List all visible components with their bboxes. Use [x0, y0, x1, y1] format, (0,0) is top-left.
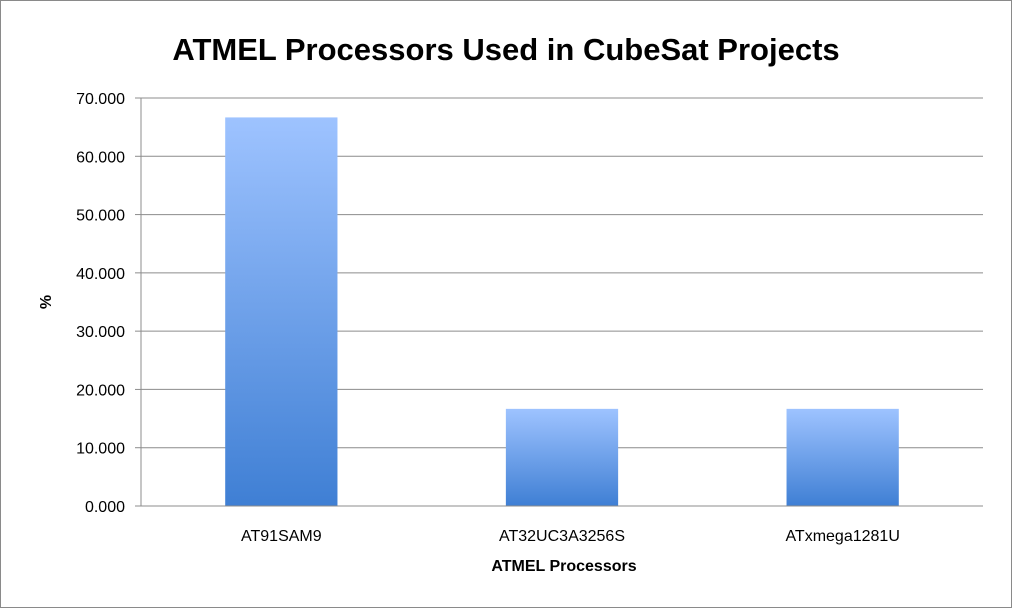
y-tick-label: 0.000 [85, 499, 125, 516]
x-axis-title: ATMEL Processors [491, 558, 636, 575]
bar-atxmega1281u [786, 408, 899, 506]
y-tick-label: 10.000 [76, 441, 125, 458]
y-axis-ticks: 0.000 10.000 20.000 30.000 40.000 50.000 60.00… [76, 91, 141, 516]
x-tick-label: AT91SAM9 [241, 528, 322, 545]
chart-title: ATMEL Processors Used in CubeSat Project… [172, 32, 839, 67]
y-tick-label: 30.000 [76, 324, 125, 341]
axes [140, 98, 983, 507]
x-tick-label: AT32UC3A3256S [499, 528, 625, 545]
bar-at91sam9 [225, 117, 338, 506]
y-tick-label: 20.000 [76, 382, 125, 399]
x-tick-label: ATxmega1281U [785, 528, 899, 545]
y-tick-label: 50.000 [76, 208, 125, 225]
x-axis-ticks: AT91SAM9 AT32UC3A3256S ATxmega1281U [241, 528, 900, 545]
y-axis-title: % [38, 295, 55, 309]
bar-at32uc3a3256s [505, 408, 619, 506]
y-tick-label: 40.000 [76, 266, 125, 283]
y-tick-label: 60.000 [76, 149, 125, 166]
y-tick-label: 70.000 [76, 91, 125, 108]
bars [225, 117, 899, 506]
